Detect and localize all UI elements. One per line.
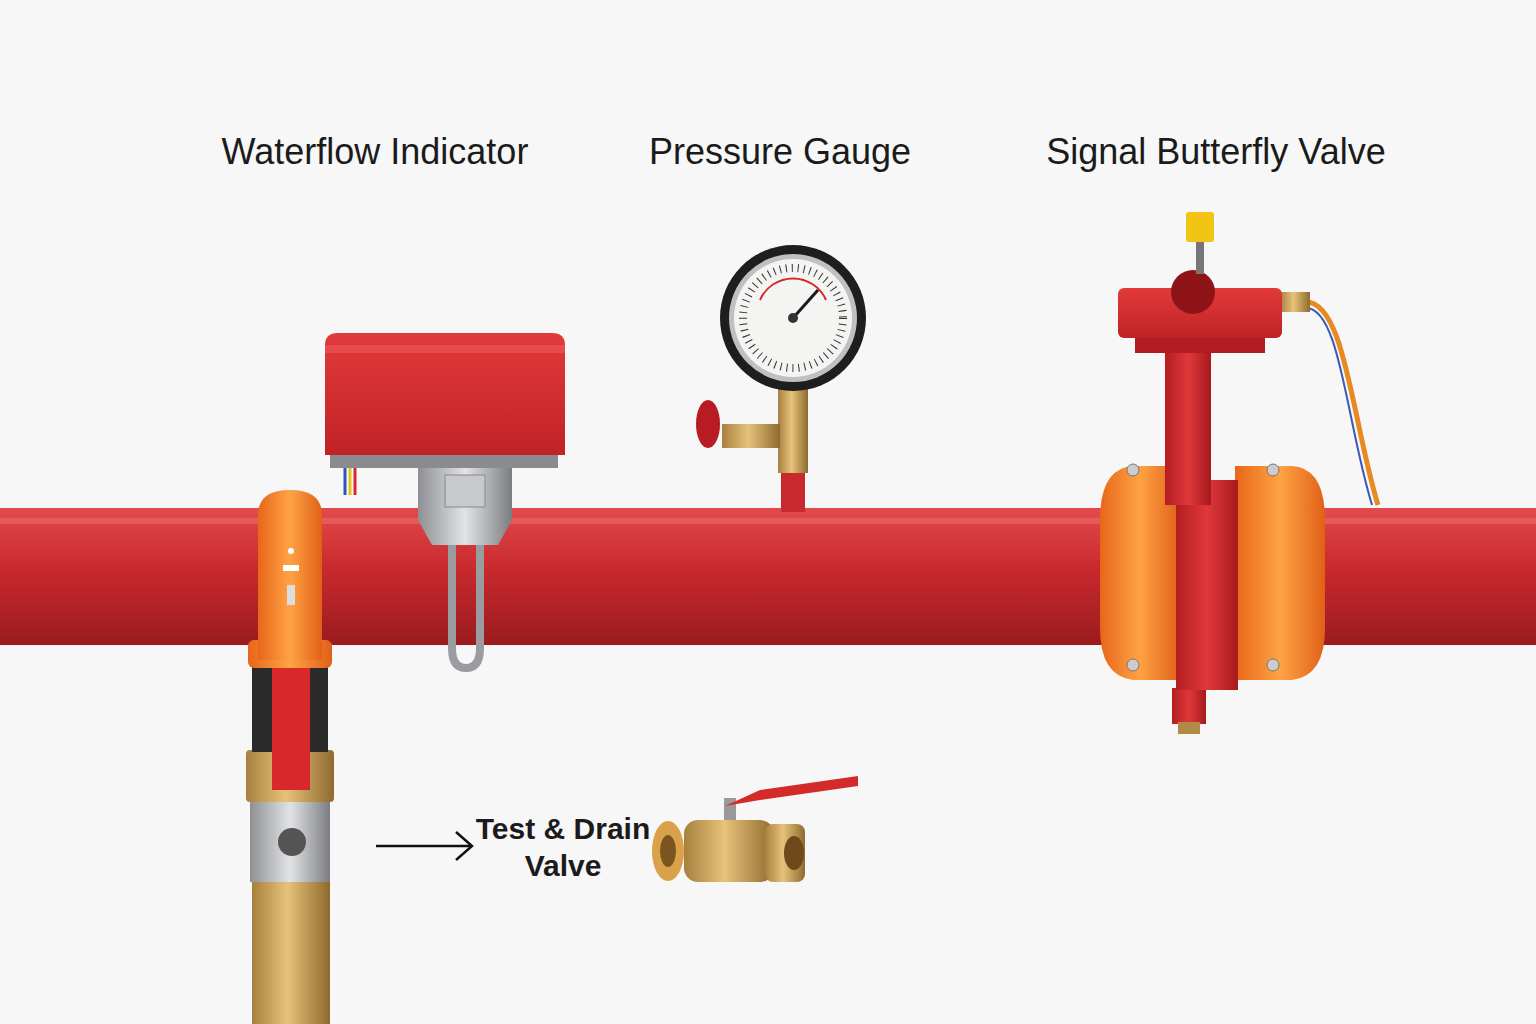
housing-edge [325, 345, 565, 353]
lower-stem [1172, 688, 1206, 724]
gauge-stem [778, 385, 808, 473]
coupling-bolt [1127, 464, 1139, 476]
saddle-bolt [288, 548, 294, 554]
signal-butterfly-valve [1100, 212, 1378, 734]
signal-wire [1306, 308, 1372, 505]
valve-neck [1165, 330, 1211, 505]
waterflow-indicator [325, 333, 565, 668]
threaded-end [765, 824, 805, 882]
pipe-saddle [258, 490, 322, 660]
gauge-needle [793, 290, 818, 318]
saddle-bolt [287, 585, 295, 605]
gauge-scale [743, 268, 843, 368]
part-name: Pressure Gauge [580, 130, 980, 174]
valve-port [652, 821, 684, 881]
valve-body [250, 800, 330, 882]
handle [1186, 212, 1214, 242]
arrow-head [456, 832, 472, 860]
drain-assembly [246, 490, 334, 1024]
mounting-saddle [418, 468, 512, 545]
grooved-coupling [1235, 466, 1325, 680]
gauge-face [734, 259, 852, 377]
port-hole [660, 835, 676, 867]
switch-housing [325, 333, 565, 455]
gauge-riser [781, 470, 805, 512]
handwheel [696, 400, 720, 448]
handle-stem [1196, 240, 1204, 274]
gauge-rim [720, 245, 866, 391]
gauge-red-band [760, 278, 826, 300]
brass-pipe [252, 880, 330, 1024]
gauge-tee [722, 424, 780, 448]
saddle-nut [445, 475, 485, 507]
valve-body [684, 820, 774, 882]
position-disc [1171, 270, 1215, 314]
valve-tag [272, 660, 310, 790]
part-name: Signal Butterfly Valve [986, 130, 1446, 174]
valve-logo [278, 828, 306, 856]
coupling-bolt [1127, 659, 1139, 671]
needle-pivot [788, 313, 798, 323]
valve-lever [725, 776, 858, 806]
valve-wafer [1176, 480, 1238, 690]
wire-gland [1280, 292, 1310, 312]
part-name: Waterflow Indicator [155, 130, 595, 174]
coupling-bolt [1267, 659, 1279, 671]
callout-label: Test & Drain Valve [476, 811, 651, 884]
saddle-bolt [283, 565, 299, 571]
stem-cap [1178, 722, 1200, 734]
leader-arrow [376, 845, 470, 848]
coupling-bolt [1267, 464, 1279, 476]
pressure-gauge [696, 245, 866, 512]
port-hole [784, 836, 804, 870]
gauge-bezel [729, 254, 857, 382]
ball-valve-icon [652, 776, 858, 882]
signal-wire [1306, 302, 1378, 505]
